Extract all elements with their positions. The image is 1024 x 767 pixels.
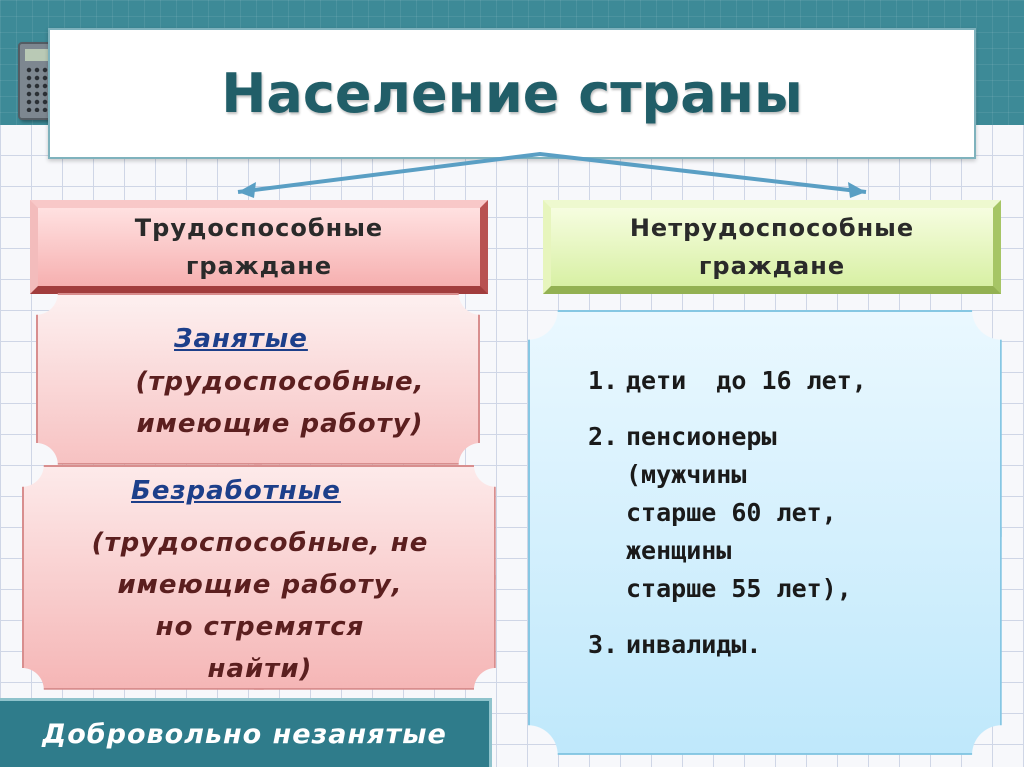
title-box: Население страны [48, 28, 976, 159]
voluntarily-unemployed-banner: Добровольно незанятые [0, 698, 492, 767]
page-title: Население страны [221, 62, 803, 125]
unemployed-desc-line-1: (трудоспособные, не [91, 528, 429, 558]
employed-desc-line-1: (трудоспособные, [135, 367, 425, 397]
able-label-line-2: граждане [185, 252, 333, 280]
unemployed-desc-line-3: но стремятся [155, 612, 365, 642]
arrow-left-head [238, 182, 256, 198]
list-line: дети до 16 лет, [626, 366, 867, 395]
employed-description: (трудоспособные, имеющие работу) [70, 361, 490, 445]
list-line: пенсионеры [626, 422, 777, 451]
unemployed-heading: Безработные [131, 476, 341, 506]
unable-label-line-2: граждане [698, 252, 846, 280]
unable-label-line-1: Нетрудоспособные [629, 214, 915, 242]
unemployed-desc-line-2: имеющие работу, [117, 570, 403, 600]
footer-label: Добровольно незанятые [42, 718, 447, 750]
list-item: 1. дети до 16 лет, [588, 362, 988, 400]
employed-heading: Занятые [174, 324, 308, 354]
list-item: 2. пенсионеры (мужчины старше 60 лет, же… [588, 418, 988, 608]
unable-list-card [528, 310, 1002, 755]
employed-desc-line-2: имеющие работу) [136, 409, 424, 439]
unable-list: 1. дети до 16 лет, 2. пенсионеры (мужчин… [588, 362, 988, 682]
unemployed-card [22, 465, 496, 690]
unemployed-description: (трудоспособные, не имеющие работу, но с… [40, 522, 480, 690]
list-number: 2. [588, 422, 619, 451]
list-item: 3. инвалиды. [588, 626, 988, 664]
able-label-line-1: Трудоспособные [134, 214, 384, 242]
list-line: старше 55 лет), [626, 574, 852, 603]
list-line: старше 60 лет, [626, 498, 837, 527]
list-line: инвалиды. [626, 630, 762, 659]
list-number: 3. [588, 630, 619, 659]
list-line: (мужчины [626, 460, 747, 489]
employed-card [36, 293, 480, 465]
branch-line [237, 151, 867, 194]
unemployed-desc-line-4: найти) [207, 654, 313, 684]
able-citizens-box: Трудоспособные граждане [30, 200, 488, 294]
list-line: женщины [626, 536, 732, 565]
list-number: 1. [588, 366, 619, 395]
unable-citizens-box: Нетрудоспособные граждане [543, 200, 1001, 294]
arrow-right-head [848, 182, 866, 198]
